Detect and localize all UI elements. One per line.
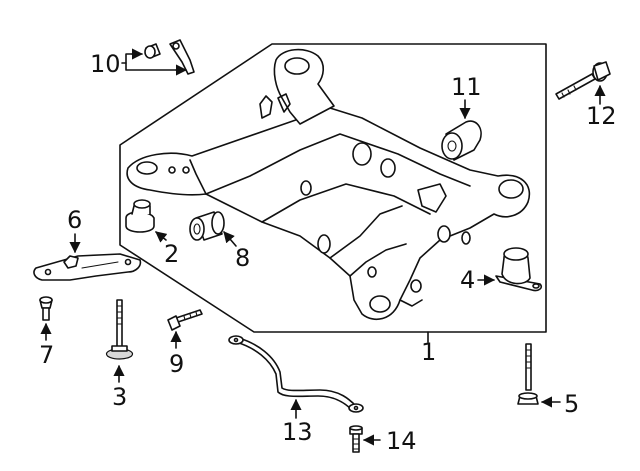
- part-12-long-bolt: [555, 61, 611, 105]
- subframe-crossmember: [126, 48, 531, 321]
- callout-9: 9: [169, 350, 184, 378]
- part-13-ground-cable: [228, 335, 364, 419]
- part-6-bracket: [33, 233, 142, 281]
- part-8-bushing: [189, 211, 237, 247]
- part-10-fasteners: [121, 39, 195, 76]
- callout-4: 4: [460, 266, 475, 294]
- part-14-bolt: [349, 425, 381, 453]
- callout-5: 5: [564, 390, 579, 418]
- callout-8: 8: [235, 244, 250, 272]
- callout-13: 13: [282, 418, 313, 446]
- part-2-bushing: [125, 199, 168, 243]
- callout-7: 7: [39, 341, 54, 369]
- callout-3: 3: [112, 383, 127, 411]
- part-7-clip: [39, 296, 53, 341]
- part-11-bushing: [441, 99, 482, 161]
- callout-10: 10: [90, 50, 121, 78]
- callout-1: 1: [421, 338, 436, 366]
- callout-12: 12: [586, 102, 617, 130]
- callout-11: 11: [451, 73, 482, 101]
- callout-14: 14: [386, 427, 417, 455]
- callout-6: 6: [67, 206, 82, 234]
- part-5-bolt: [517, 343, 561, 408]
- callout-2: 2: [164, 240, 179, 268]
- part-3-mount-bolt: [105, 299, 134, 383]
- part-4-mount: [477, 247, 543, 292]
- part-9-bolt: [167, 309, 203, 349]
- assembly-boundary: [119, 43, 547, 333]
